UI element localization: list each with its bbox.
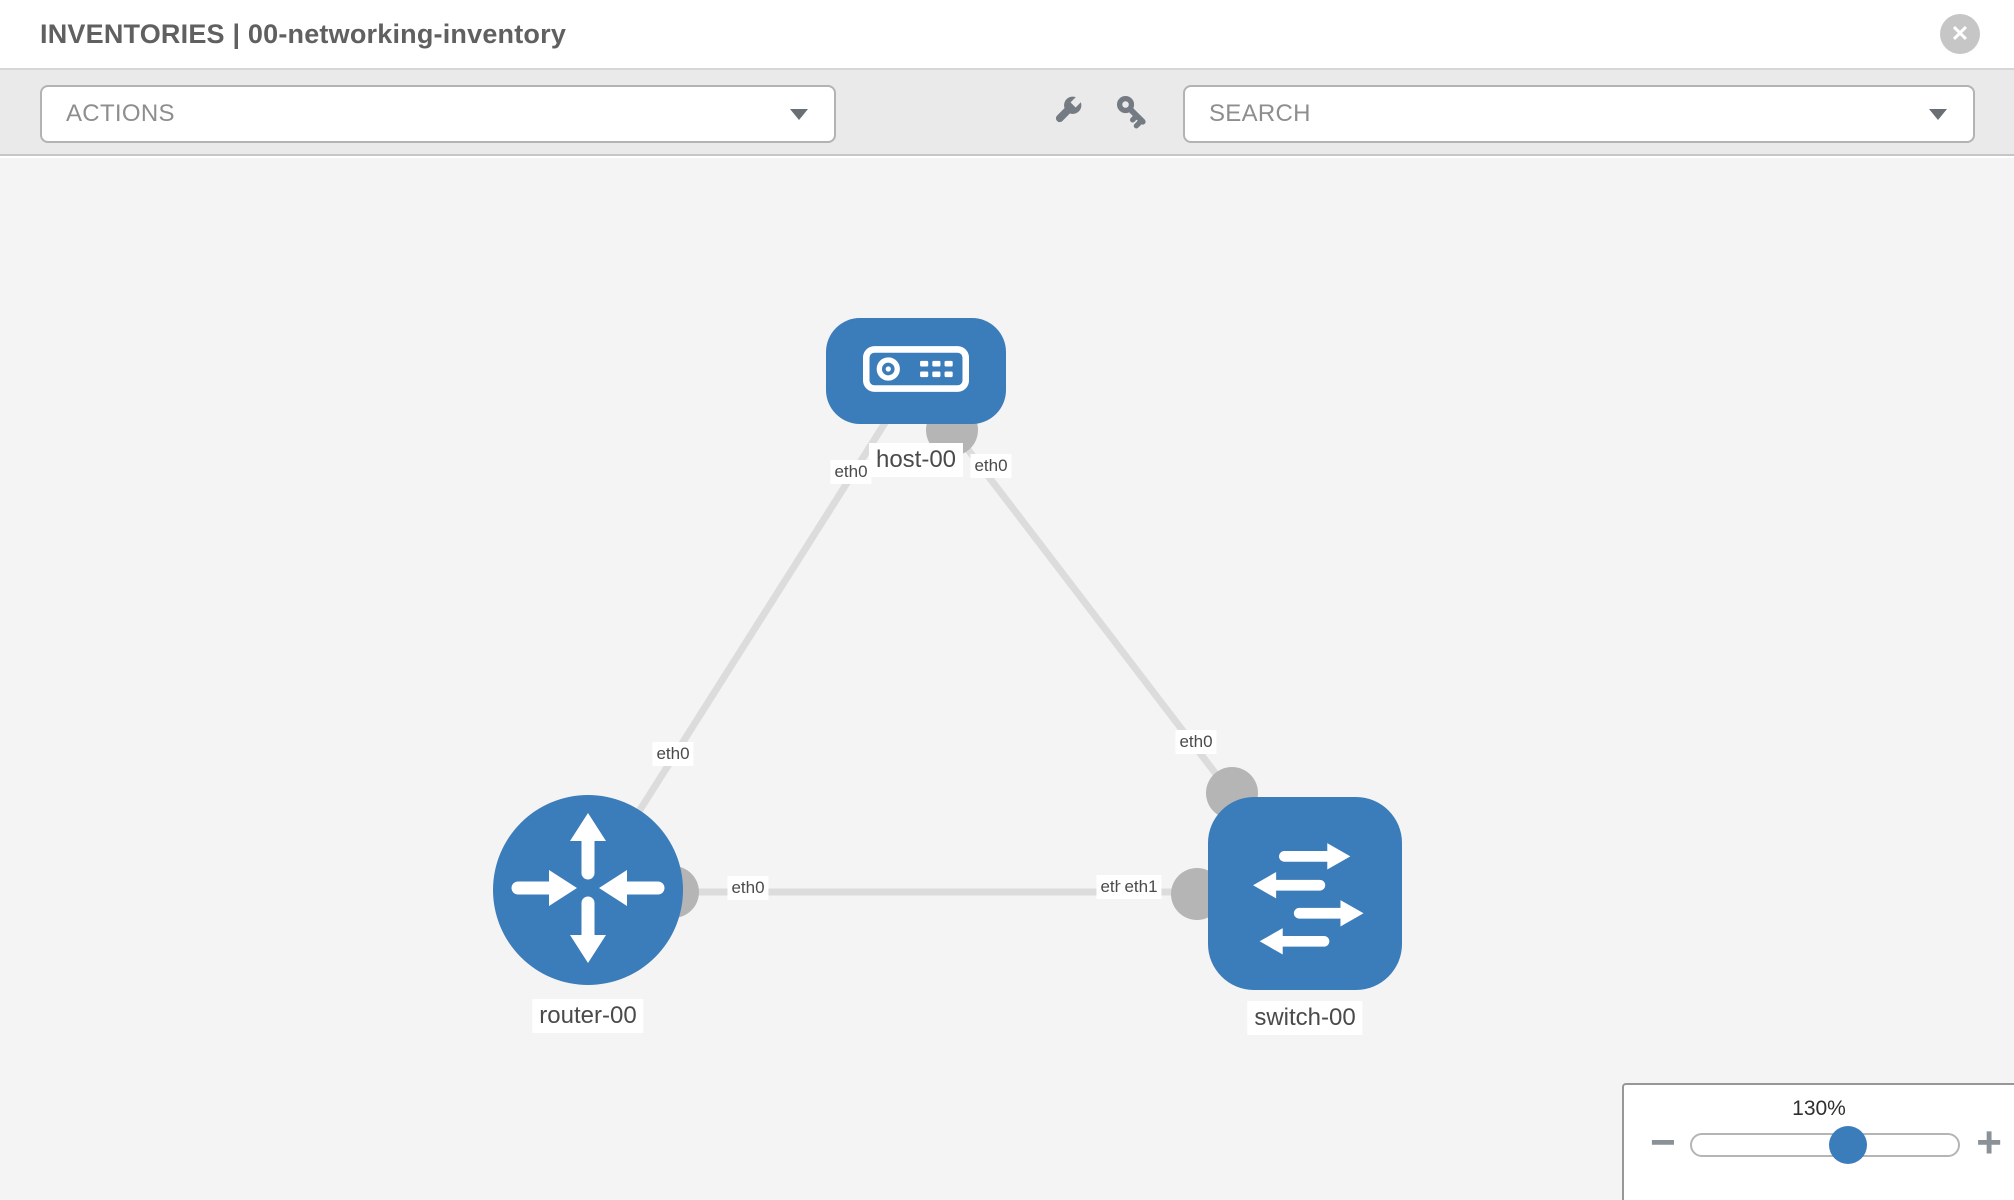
- iface-label-host-eth0-right: eth0: [970, 454, 1012, 478]
- iface-label-switch-eth0: eth0: [1175, 730, 1217, 754]
- close-button[interactable]: ✕: [1940, 14, 1980, 54]
- toolbar: ACTIONS: [0, 70, 2014, 156]
- actions-dropdown-label: ACTIONS: [66, 100, 175, 127]
- topology-canvas[interactable]: host-00 router-00 switch-00 eth0 eth0 et…: [0, 158, 2014, 1200]
- node-switch-00[interactable]: [1208, 797, 1402, 990]
- wrench-icon: [1047, 93, 1085, 136]
- zoom-slider-thumb[interactable]: [1829, 1126, 1867, 1164]
- page-title: INVENTORIES | 00-networking-inventory: [40, 19, 567, 49]
- node-router-00[interactable]: [493, 795, 683, 985]
- zoom-level-value: 130%: [1792, 1097, 1846, 1120]
- search-dropdown[interactable]: SEARCH: [1183, 85, 1975, 143]
- chevron-down-icon: [790, 109, 808, 120]
- search-dropdown-label: SEARCH: [1209, 100, 1311, 127]
- node-label-host-00: host-00: [868, 443, 964, 477]
- iface-label-switch-eth1: eth1: [1120, 875, 1162, 899]
- credentials-button[interactable]: [1113, 94, 1153, 134]
- chevron-down-icon: [1929, 109, 1947, 120]
- node-host-00[interactable]: [826, 318, 1006, 424]
- router-icon: [493, 793, 683, 988]
- switch-icon: [1225, 811, 1385, 976]
- zoom-slider-track[interactable]: [1690, 1133, 1960, 1157]
- configure-button[interactable]: [1046, 94, 1086, 134]
- zoom-in-button[interactable]: +: [1976, 1118, 2002, 1167]
- actions-dropdown[interactable]: ACTIONS: [40, 85, 836, 143]
- iface-label-host-eth0-left: eth0: [830, 460, 872, 484]
- node-label-router-00: router-00: [532, 999, 644, 1033]
- zoom-control-panel: 130% − +: [1622, 1083, 2014, 1200]
- header: INVENTORIES | 00-networking-inventory ✕: [0, 0, 2014, 70]
- key-icon: [1114, 93, 1152, 136]
- node-label-switch-00: switch-00: [1247, 1001, 1363, 1035]
- iface-label-router-eth0: eth0: [727, 876, 769, 900]
- links-layer: [585, 394, 1305, 920]
- host-icon: [863, 345, 969, 397]
- zoom-out-button[interactable]: −: [1650, 1118, 1676, 1167]
- close-icon: ✕: [1950, 21, 1970, 46]
- iface-label-router-eth0-uplink: eth0: [652, 742, 694, 766]
